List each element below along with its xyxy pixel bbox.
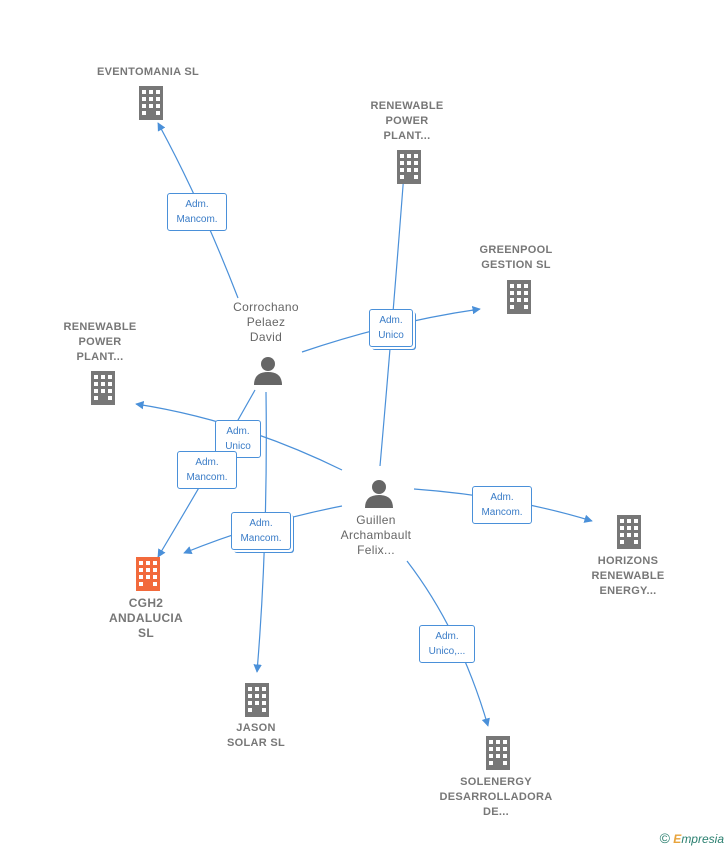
building-icon[interactable] — [133, 557, 163, 591]
node-label-solenergy[interactable]: SOLENERGY DESARROLLADORA DE... — [439, 776, 553, 818]
node-label-cgh2[interactable]: CGH2 ANDALUCIA SL — [108, 596, 184, 640]
building-icon[interactable] — [483, 736, 513, 770]
building-icon[interactable] — [394, 150, 424, 184]
role-badge[interactable]: Adm. Mancom. — [231, 512, 291, 550]
node-label-renewable-top[interactable]: RENEWABLE POWER PLANT... — [370, 100, 444, 142]
node-label-corrochano[interactable]: Corrochano Pelaez David — [233, 300, 299, 344]
building-icon[interactable] — [88, 371, 118, 405]
brand-name: mpresia — [681, 832, 724, 846]
node-label-renewable-left[interactable]: RENEWABLE POWER PLANT... — [63, 321, 137, 363]
role-badge[interactable]: Adm. Mancom. — [167, 193, 227, 231]
role-badge[interactable]: Adm. Mancom. — [472, 486, 532, 524]
role-badge[interactable]: Adm. Mancom. — [177, 451, 237, 489]
node-label-guillen[interactable]: Guillen Archambault Felix... — [340, 513, 412, 557]
node-label-greenpool[interactable]: GREENPOOL GESTION SL — [479, 244, 553, 271]
node-label-eventomania[interactable]: EVENTOMANIA SL — [97, 66, 199, 78]
person-icon[interactable] — [253, 355, 283, 385]
brand-footer[interactable]: © Empresia — [660, 830, 724, 846]
building-icon[interactable] — [242, 683, 272, 717]
building-icon[interactable] — [504, 280, 534, 314]
node-label-jason[interactable]: JASON SOLAR SL — [226, 722, 285, 749]
brand-initial: E — [673, 832, 682, 846]
building-icon[interactable] — [614, 515, 644, 549]
person-icon[interactable] — [364, 478, 394, 508]
role-badge[interactable]: Adm. Unico,... — [419, 625, 475, 663]
copyright-symbol: © — [659, 830, 670, 846]
building-icon[interactable] — [136, 86, 166, 120]
node-label-horizons[interactable]: HORIZONS RENEWABLE ENERGY... — [591, 555, 665, 597]
role-badge[interactable]: Adm. Unico — [369, 309, 413, 347]
